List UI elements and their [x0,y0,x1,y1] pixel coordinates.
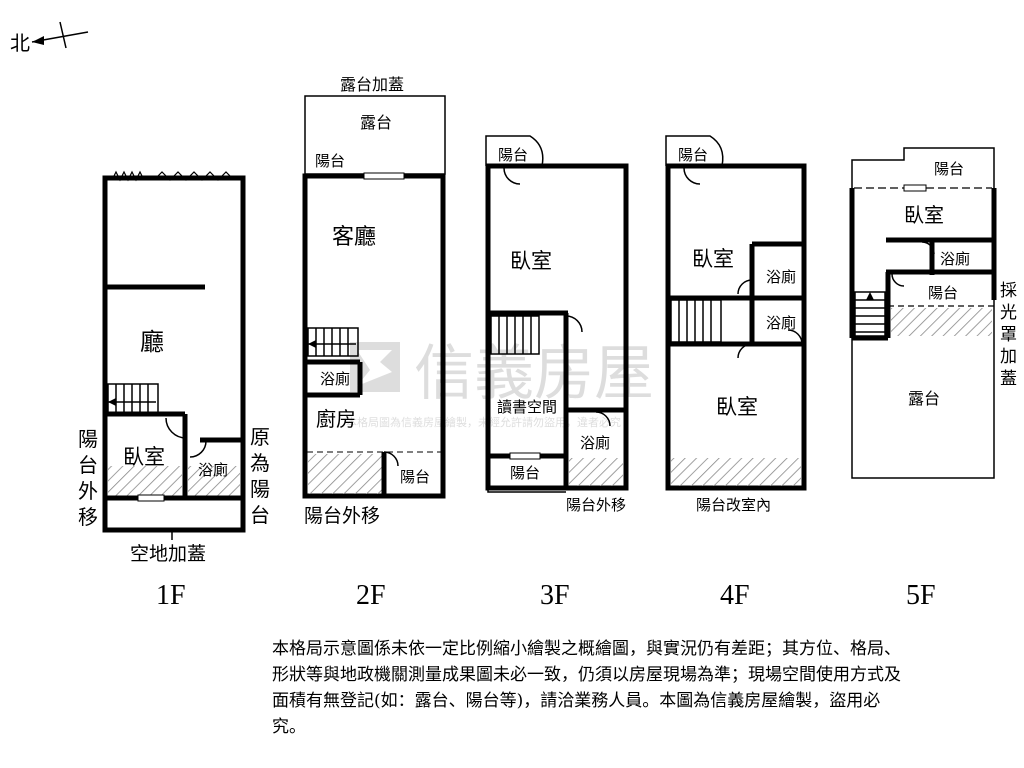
room-1f-bedroom: 臥室 [123,445,165,469]
floor-5f: 陽台 臥室 浴廁 陽台 露台 採 光 罩 加 [849,147,1022,611]
floor-label-3f: 3F [540,580,570,611]
room-3f-study: 讀書空間 [497,398,557,416]
floor-1f: 廳 臥室 浴廁 陽 台 外 移 原 為 陽 台 空地加蓋 1F [78,170,276,611]
stairs-5f [854,291,886,337]
room-3f-bath: 浴廁 [580,434,610,452]
stairs-2f [307,327,359,357]
floor-label-1f: 1F [156,580,186,611]
stairs-1f [107,383,159,415]
room-5f-terrace: 露台 [908,389,940,408]
floor-label-5f: 5F [906,580,936,611]
note-4f-bottom: 陽台改室內 [696,496,771,514]
room-2f-bath: 浴廁 [320,370,350,388]
watermark-brand: 信義房屋 [414,339,654,409]
room-2f-balcony: 陽台 [400,468,430,486]
room-2f-living: 客廳 [332,225,376,250]
room-5f-balcony: 陽台 [928,284,958,302]
room-2f-balcony-top: 陽台 [315,152,345,170]
room-4f-bath-2: 浴廁 [766,314,796,332]
floor-4f: 陽台 臥室 浴廁 浴廁 臥室 陽台改室內 4F [665,135,807,611]
room-5f-bedroom: 臥室 [904,203,944,227]
note-2f-bottom: 陽台外移 [304,505,380,527]
room-4f-bedroom-1: 臥室 [692,247,734,271]
watermark-line: 本格局圖為信義房屋繪製，未經允許請勿盜用，違者必究 [346,415,621,429]
room-4f-bath-1: 浴廁 [766,268,796,286]
north-arrow: 北 [10,21,89,55]
room-2f-terrace: 露台 [360,113,392,132]
floor-2f: 露台加蓋 露台 陽台 客廳 浴廁 廚房 陽台 陽台外移 2F [302,75,446,611]
room-4f-bedroom-2: 臥室 [716,395,758,419]
note-3f-bottom: 陽台外移 [566,496,626,514]
note-1f-right: 原 為 陽 台 [250,425,276,527]
room-4f-balcony-top: 陽台 [678,146,708,164]
room-3f-balcony-top: 陽台 [498,146,528,164]
north-label: 北 [10,31,30,55]
room-5f-bath: 浴廁 [940,250,970,268]
note-2f-top: 露台加蓋 [340,75,404,94]
room-1f-bath: 浴廁 [198,461,228,479]
stairs-3f [490,315,540,355]
room-3f-balcony: 陽台 [510,464,540,482]
room-1f-hall: 廳 [140,328,164,356]
floor-label-2f: 2F [356,580,386,611]
floor-3f: 陽台 臥室 讀書空間 浴廁 陽台 陽台外移 3F [485,135,629,611]
floor-label-4f: 4F [720,580,750,611]
room-2f-kitchen: 廚房 [316,407,356,431]
note-5f-right: 採 光 罩 加 蓋 [1000,281,1022,389]
note-1f-left: 陽 台 外 移 [78,427,104,529]
note-1f-bottom: 空地加蓋 [130,543,206,565]
stairs-4f [670,299,722,343]
room-5f-balcony-top: 陽台 [934,160,964,178]
disclaimer-text: 本格局示意圖係未依一定比例縮小繪製之概繪圖，與實況仍有差距；其方位、格局、形狀等… [272,639,901,737]
room-3f-bedroom: 臥室 [510,249,552,273]
